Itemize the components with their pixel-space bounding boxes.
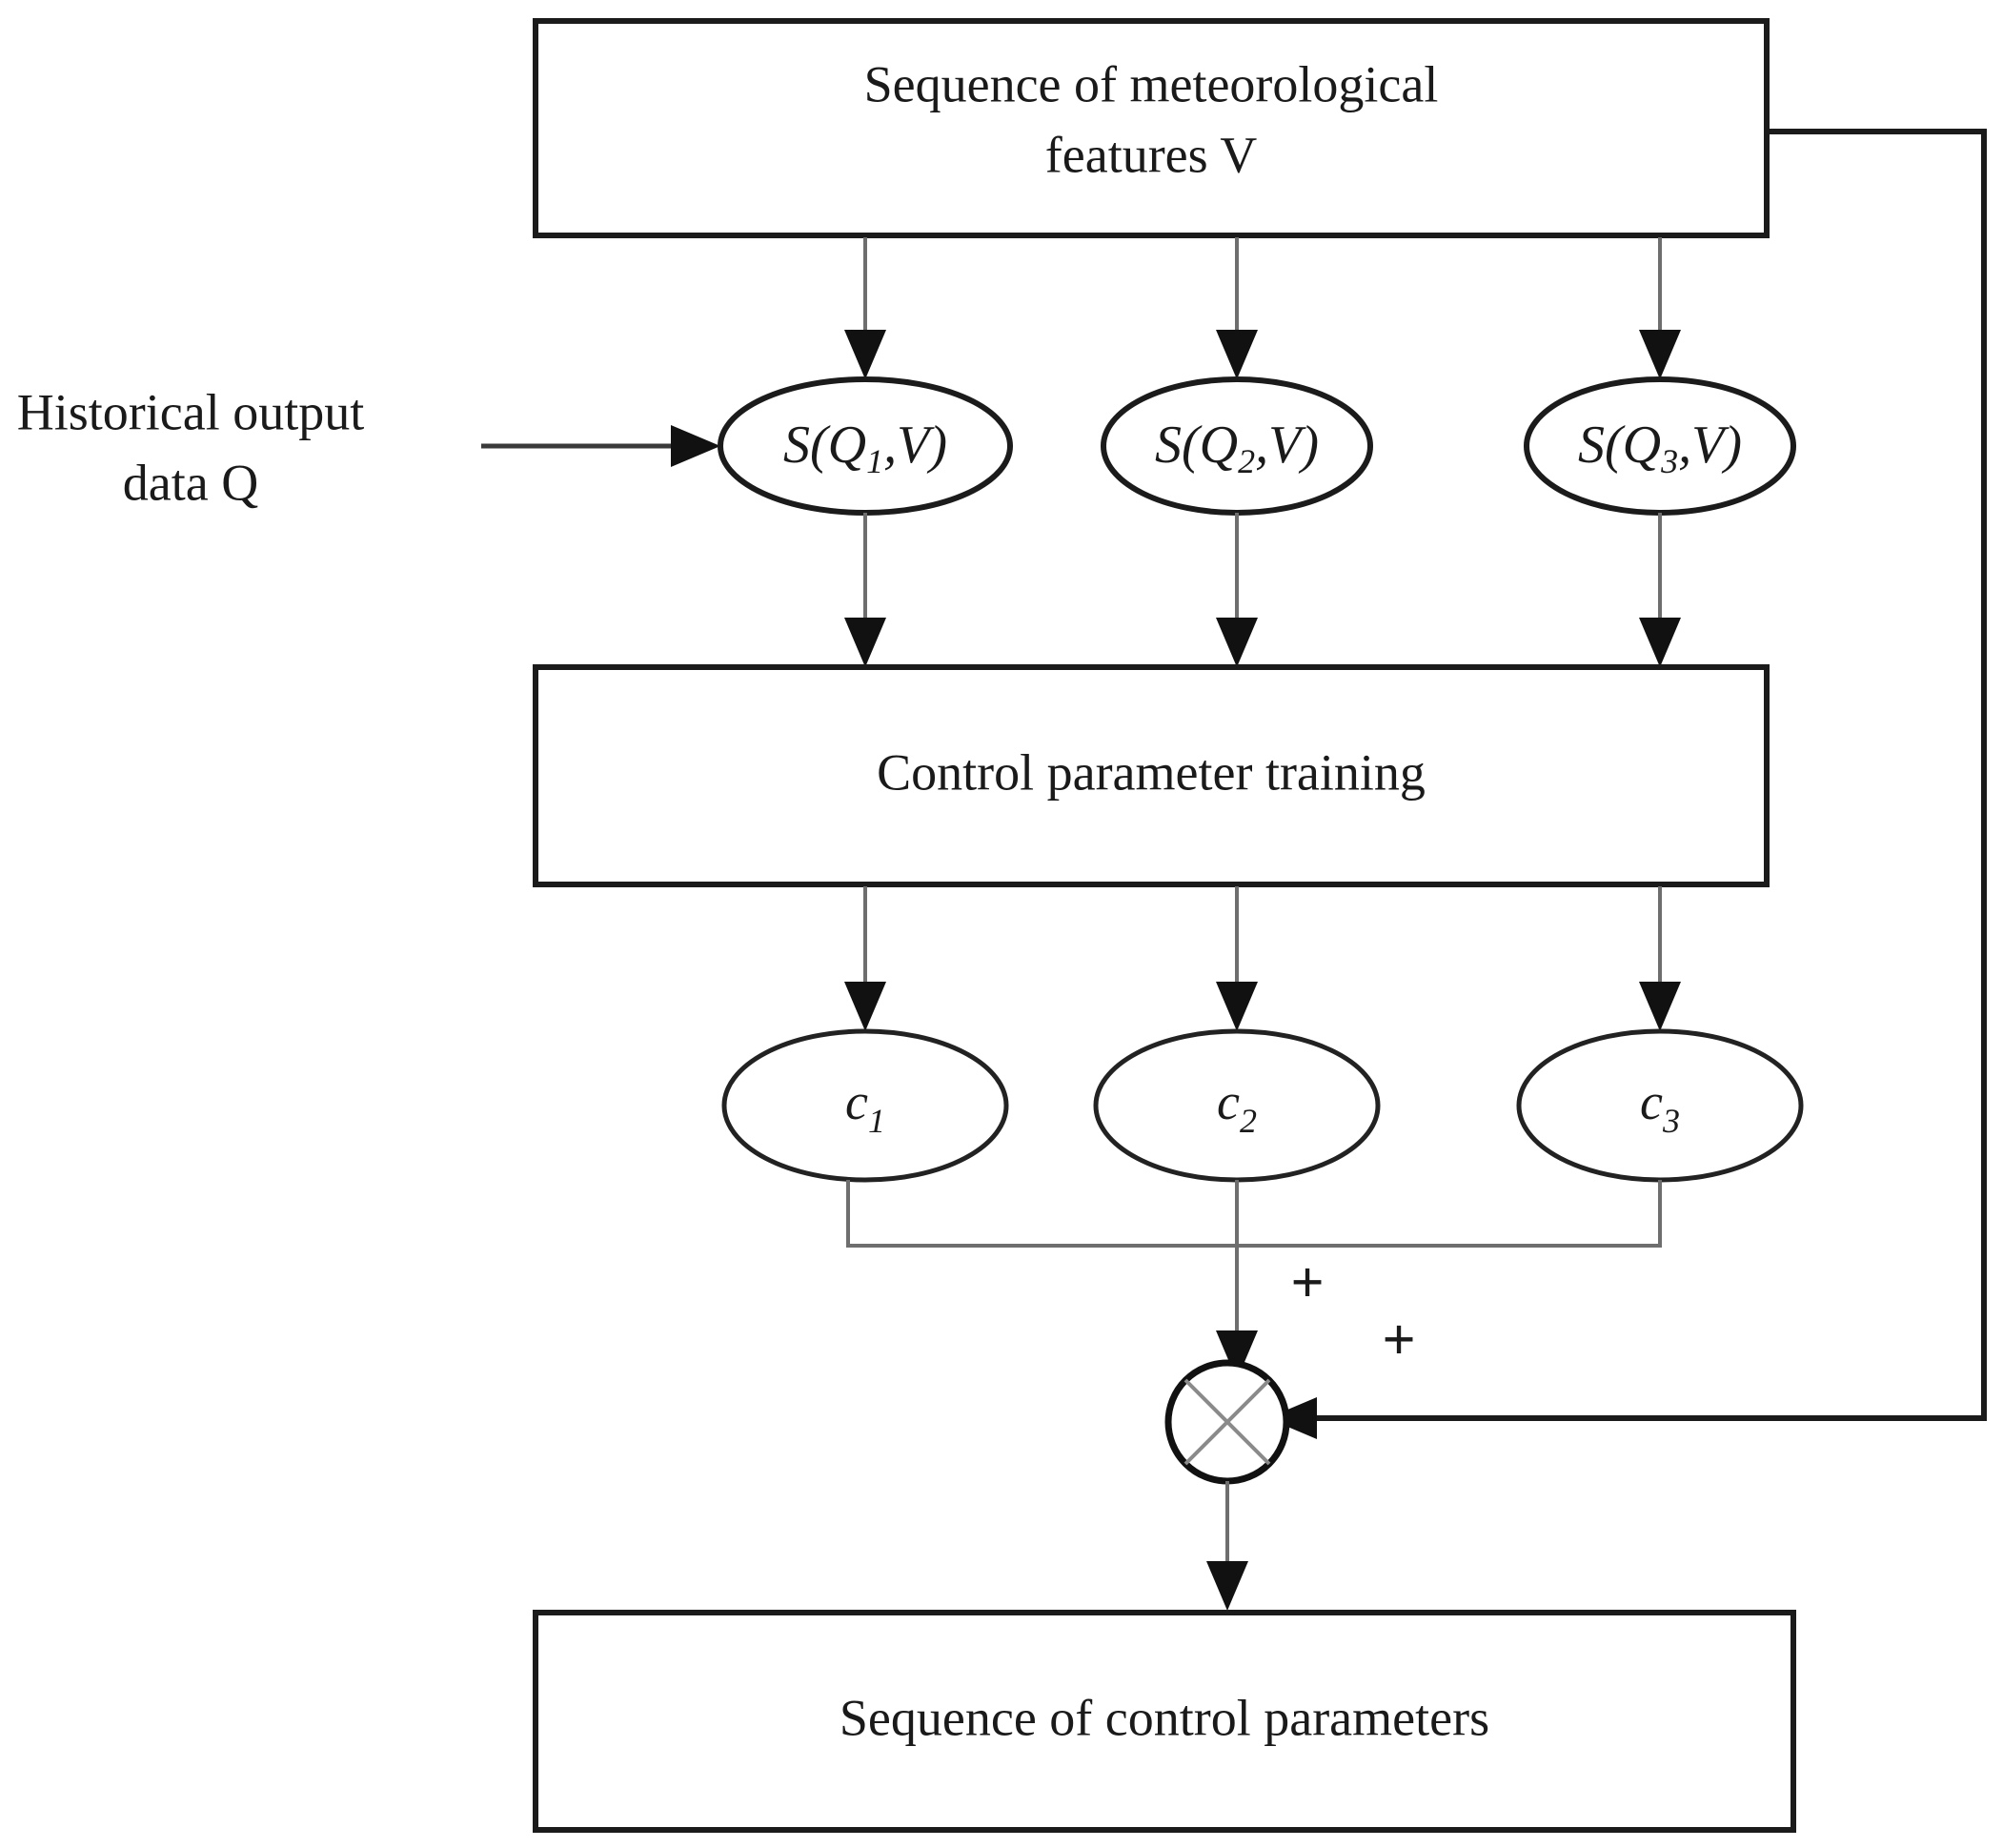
s3-open: ( bbox=[1605, 416, 1626, 475]
c2-sym: c bbox=[1217, 1073, 1240, 1130]
c1-sym: c bbox=[845, 1073, 868, 1130]
c3-sub: 3 bbox=[1662, 1102, 1680, 1140]
control-node-c2-label: c2 bbox=[1217, 1073, 1257, 1140]
box-meteorological-features: Sequence of meteorological features V bbox=[533, 18, 1770, 238]
merge-bus-arrowhead-icon bbox=[1216, 1330, 1258, 1380]
box-control-parameter-training-rect bbox=[533, 664, 1770, 887]
similarity-node-s-q1-v-label: S(Q1,V) bbox=[783, 416, 947, 480]
s1-open: ( bbox=[810, 416, 831, 475]
arrow-junction-to-output-head-icon bbox=[1206, 1561, 1248, 1611]
s3-arg: Q bbox=[1623, 416, 1661, 475]
similarity-node-s-q3-v: S(Q3,V) bbox=[1524, 376, 1796, 516]
s2-var: V bbox=[1268, 416, 1306, 475]
c3-sym: c bbox=[1640, 1073, 1663, 1130]
control-node-c2: c2 bbox=[1093, 1028, 1381, 1183]
historical-output-line2: data Q bbox=[123, 454, 258, 511]
s1-close: ) bbox=[926, 416, 947, 475]
s1-arg: Q bbox=[828, 416, 866, 475]
merge-plus-sign: + bbox=[1290, 1250, 1324, 1315]
historical-output-label: Historical output data Q bbox=[17, 383, 720, 511]
box-meteorological-features-line2: features V bbox=[1045, 126, 1257, 183]
box-control-parameter-training: Control parameter training bbox=[533, 664, 1770, 887]
s2-arg: Q bbox=[1200, 416, 1238, 475]
s1-fn: S bbox=[783, 416, 810, 475]
s2-open: ( bbox=[1182, 416, 1203, 475]
similarity-node-s-q3-v-label: S(Q3,V) bbox=[1578, 416, 1742, 480]
feedback-arrowhead-icon bbox=[1267, 1397, 1317, 1439]
historical-output-line1: Historical output bbox=[17, 383, 364, 440]
arrow-historical-to-s1-head-icon bbox=[671, 425, 720, 467]
c1-sub: 1 bbox=[868, 1102, 885, 1140]
s3-comma: , bbox=[1678, 416, 1691, 475]
control-node-c1: c1 bbox=[721, 1028, 1009, 1183]
arrows-features-to-similarity bbox=[844, 237, 1681, 379]
similarity-node-s-q1-v: S(Q1,V) bbox=[718, 376, 1013, 516]
arrow-training-to-c1-head-icon bbox=[844, 982, 886, 1031]
control-node-c1-shape bbox=[721, 1028, 1009, 1183]
c2-sub: 2 bbox=[1240, 1102, 1257, 1140]
control-node-c3: c3 bbox=[1516, 1028, 1804, 1183]
s2-fn: S bbox=[1155, 416, 1182, 475]
s3-close: ) bbox=[1721, 416, 1742, 475]
arrow-training-to-c3-head-icon bbox=[1639, 982, 1681, 1031]
similarity-node-s-q2-v: S(Q2,V) bbox=[1101, 376, 1373, 516]
s3-sub: 3 bbox=[1660, 442, 1678, 480]
box-meteorological-features-line1: Sequence of meteorological bbox=[864, 55, 1439, 112]
control-node-c3-label: c3 bbox=[1640, 1073, 1680, 1140]
arrows-training-to-control bbox=[844, 886, 1681, 1031]
arrow-features-to-s1-head-icon bbox=[844, 330, 886, 379]
arrow-s1-to-training-head-icon bbox=[844, 618, 886, 667]
box-sequence-of-control-parameters-label: Sequence of control parameters bbox=[840, 1689, 1489, 1746]
feedback-path: + bbox=[1267, 129, 1987, 1439]
merge-bus-line bbox=[846, 1180, 1662, 1248]
s1-comma: , bbox=[883, 416, 897, 475]
summing-junction bbox=[1164, 1359, 1290, 1485]
arrows-similarity-to-training bbox=[844, 513, 1681, 667]
arrow-s2-to-training-head-icon bbox=[1216, 618, 1258, 667]
control-node-c1-label: c1 bbox=[845, 1073, 885, 1140]
box-control-parameter-training-label: Control parameter training bbox=[877, 743, 1426, 801]
s2-close: ) bbox=[1298, 416, 1319, 475]
similarity-node-s-q2-v-label: S(Q2,V) bbox=[1155, 416, 1319, 480]
control-merge-bus: + bbox=[846, 1180, 1662, 1380]
feedback-plus-sign: + bbox=[1382, 1308, 1415, 1372]
s3-fn: S bbox=[1578, 416, 1605, 475]
s1-sub: 1 bbox=[866, 442, 883, 480]
feedback-line bbox=[1307, 129, 1987, 1421]
s2-comma: , bbox=[1255, 416, 1268, 475]
arrow-features-to-s3-head-icon bbox=[1639, 330, 1681, 379]
arrow-training-to-c2-head-icon bbox=[1216, 982, 1258, 1031]
arrow-features-to-s2-head-icon bbox=[1216, 330, 1258, 379]
s1-var: V bbox=[897, 416, 935, 475]
box-sequence-of-control-parameters: Sequence of control parameters bbox=[533, 1610, 1796, 1833]
box-sequence-of-control-parameters-rect bbox=[533, 1610, 1796, 1833]
s3-var: V bbox=[1691, 416, 1730, 475]
s2-sub: 2 bbox=[1238, 442, 1255, 480]
box-meteorological-features-rect bbox=[533, 18, 1770, 238]
summing-junction-cross-icon bbox=[1184, 1378, 1271, 1466]
arrow-s3-to-training-head-icon bbox=[1639, 618, 1681, 667]
arrow-junction-to-output bbox=[1206, 1481, 1248, 1611]
